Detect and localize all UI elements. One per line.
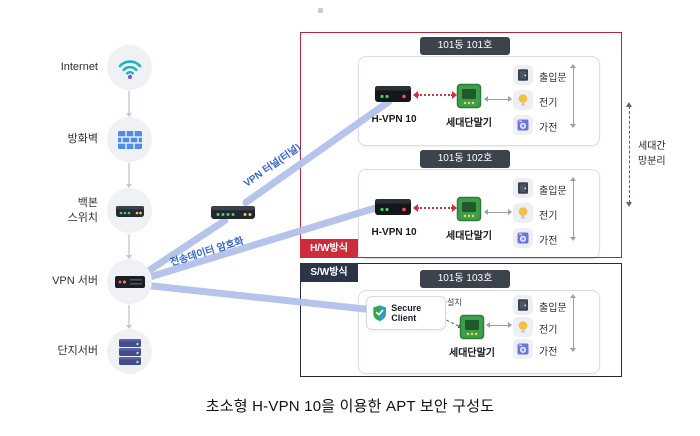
backbone-switch-icon: [115, 202, 145, 220]
hvpn-device-icon-wrap: [373, 82, 413, 106]
node-internet-label: Internet: [60, 61, 98, 74]
node-complex-server-circle: [107, 329, 152, 374]
hw-section-frame: [300, 32, 622, 258]
sw-mode-badge: S/W방식: [300, 263, 358, 282]
node-internet-circle: [107, 45, 152, 90]
electricity-item-label: 전기: [539, 98, 558, 109]
door-icon-badge: [513, 295, 533, 315]
hvpn-device-icon: [373, 82, 413, 106]
paragraph-mark: [318, 8, 323, 13]
items-group-arrow: [570, 64, 577, 128]
node-vpn-server: VPN 서버: [12, 259, 152, 304]
node-firewall-label: 방화벽: [67, 133, 98, 146]
node-backbone-switch-label: 백본 스위치: [67, 197, 98, 224]
door-item-label: 출입문: [539, 303, 567, 314]
chain-connector: [126, 163, 131, 188]
door-icon-badge: [513, 65, 533, 85]
distribution-switch-icon-wrap: [209, 199, 257, 225]
node-vpn-server-label: VPN 서버: [52, 275, 98, 288]
electricity-icon-badge: [513, 90, 533, 110]
hw-mode-badge: H/W방식: [300, 239, 358, 258]
node-backbone-switch: 백본 스위치: [12, 188, 152, 233]
door-item-label: 출입문: [539, 73, 567, 84]
appliance-icon-badge: [513, 228, 533, 248]
secure-client-card: Secure Client: [366, 296, 446, 330]
chain-connector: [126, 234, 131, 259]
terminal-label: 세대단말기: [446, 118, 492, 129]
node-complex-server-label: 단지서버: [57, 345, 98, 358]
secure-client-label: Secure Client: [391, 302, 422, 323]
terminal-label: 세대단말기: [449, 348, 495, 359]
sw-section-frame: [300, 263, 622, 377]
door-icon-badge: [513, 178, 533, 198]
encrypted-link-arrow: [413, 91, 457, 99]
firewall-icon: [117, 130, 143, 150]
node-firewall-circle: [107, 117, 152, 162]
terminal-items-arrow: [484, 96, 512, 103]
node-firewall: 방화벽: [12, 117, 152, 162]
room-tab-101: 101동 101호: [420, 37, 510, 55]
appliance-icon-badge: [513, 339, 533, 359]
secure-client-shield-icon: [372, 303, 387, 323]
network-separation-arrow: [626, 102, 632, 207]
appliance-item-label: 가전: [539, 123, 558, 134]
network-separation-label: 세대간 망분리: [638, 141, 666, 167]
terminal-label: 세대단말기: [446, 231, 492, 242]
distribution-switch-icon: [209, 199, 257, 225]
appliance-item-label: 가전: [539, 236, 558, 247]
appliance-item-label: 가전: [539, 347, 558, 358]
hvpn-device-icon: [373, 195, 413, 219]
encrypted-link-arrow: [413, 204, 457, 212]
hvpn-device-label: H-VPN 10: [371, 227, 417, 238]
terminal-items-arrow: [484, 209, 512, 216]
room-tab-102: 101동 102호: [420, 150, 510, 168]
appliance-icon-badge: [513, 115, 533, 135]
room-tab-103: 101동 103호: [420, 270, 510, 288]
electricity-item-label: 전기: [539, 211, 558, 222]
wifi-icon: [117, 56, 143, 80]
items-group-arrow: [570, 294, 577, 352]
diagram-title: 초소형 H-VPN 10을 이용한 APT 보안 구성도: [205, 398, 495, 415]
items-group-arrow: [570, 177, 577, 241]
complex-server-icon: [117, 338, 143, 366]
terminal-items-arrow: [486, 322, 512, 329]
node-backbone-switch-circle: [107, 188, 152, 233]
electricity-icon-badge: [513, 317, 533, 337]
electricity-icon-badge: [513, 203, 533, 223]
door-item-label: 출입문: [539, 186, 567, 197]
hvpn-device-label: H-VPN 10: [371, 114, 417, 125]
hvpn-device-icon-wrap: [373, 195, 413, 219]
install-label: 설치: [447, 298, 462, 307]
electricity-item-label: 전기: [539, 325, 558, 336]
chain-connector: [126, 91, 131, 117]
node-internet: Internet: [12, 45, 152, 90]
node-vpn-server-circle: [107, 259, 152, 304]
node-complex-server: 단지서버: [12, 329, 152, 374]
chain-connector: [126, 305, 131, 329]
vpn-server-icon: [114, 273, 146, 291]
